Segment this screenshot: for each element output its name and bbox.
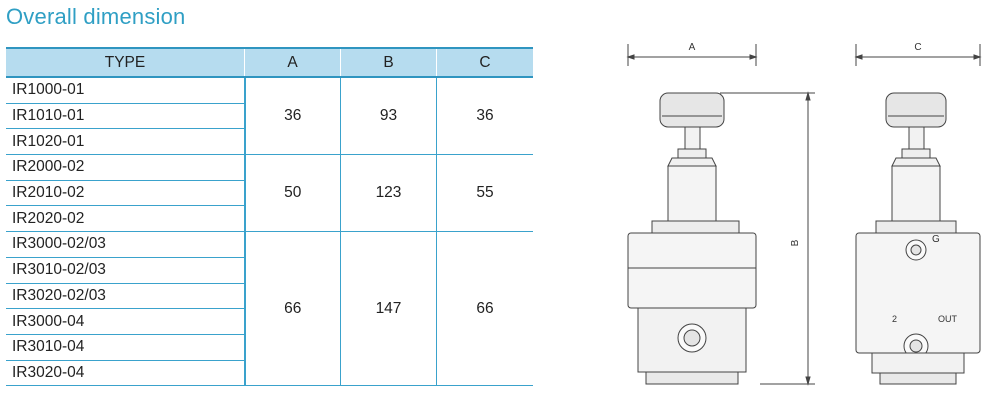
table-header-row: TYPE A B C bbox=[6, 47, 533, 78]
value-b: 147 bbox=[340, 231, 437, 387]
dim-a-label: A bbox=[689, 42, 696, 53]
type-cell: IR1020-01 bbox=[6, 128, 246, 156]
type-cell: IR1010-01 bbox=[6, 103, 246, 130]
value-b: 123 bbox=[340, 154, 437, 233]
value-a: 66 bbox=[244, 231, 341, 387]
knob-side bbox=[885, 92, 947, 128]
value-a: 36 bbox=[244, 77, 341, 156]
type-cell: IR3000-02/03 bbox=[6, 231, 246, 258]
header-c: C bbox=[436, 47, 533, 78]
table-row: IR2020-02 bbox=[6, 205, 533, 233]
header-b: B bbox=[340, 47, 437, 78]
knob bbox=[659, 92, 725, 128]
dim-c-label: C bbox=[914, 42, 921, 53]
regulator-drawing: A B C G 2 OUT bbox=[626, 42, 982, 386]
table-row: IR3020-02/03 bbox=[6, 283, 533, 310]
type-cell: IR2020-02 bbox=[6, 205, 246, 233]
out-port-label: OUT bbox=[938, 314, 958, 324]
header-type: TYPE bbox=[6, 47, 245, 78]
gauge-port-label: G bbox=[932, 234, 940, 245]
value-c: 66 bbox=[436, 231, 533, 387]
type-cell: IR3000-04 bbox=[6, 308, 246, 335]
table-row: IR3000-04 bbox=[6, 308, 533, 335]
lock-nut bbox=[677, 148, 707, 159]
table-row: IR1010-01 bbox=[6, 103, 533, 130]
type-cell: IR3010-04 bbox=[6, 334, 246, 361]
body bbox=[627, 232, 757, 309]
table-row: IR3020-04 bbox=[6, 360, 533, 387]
type-cell: IR2000-02 bbox=[6, 154, 246, 181]
type-cell: IR3020-02/03 bbox=[6, 283, 246, 310]
value-c: 55 bbox=[436, 154, 533, 233]
type-cell: IR1000-01 bbox=[6, 77, 246, 104]
page-title: Overall dimension bbox=[6, 4, 186, 29]
type-cell: IR3010-02/03 bbox=[6, 257, 246, 284]
table-row: IR2010-02 bbox=[6, 180, 533, 207]
header-a: A bbox=[244, 47, 341, 78]
knob-stem bbox=[684, 126, 701, 150]
port-2-label: 2 bbox=[892, 314, 897, 324]
type-cell: IR2010-02 bbox=[6, 180, 246, 207]
table-row: IR3010-04 bbox=[6, 334, 533, 361]
table-row: IR1020-01 bbox=[6, 128, 533, 156]
dim-b-label: B bbox=[790, 239, 801, 246]
value-b: 93 bbox=[340, 77, 437, 156]
value-a: 50 bbox=[244, 154, 341, 233]
type-cell: IR3020-04 bbox=[6, 360, 246, 387]
bonnet bbox=[667, 165, 717, 222]
value-c: 36 bbox=[436, 77, 533, 156]
table-row: IR3010-02/03 bbox=[6, 257, 533, 284]
